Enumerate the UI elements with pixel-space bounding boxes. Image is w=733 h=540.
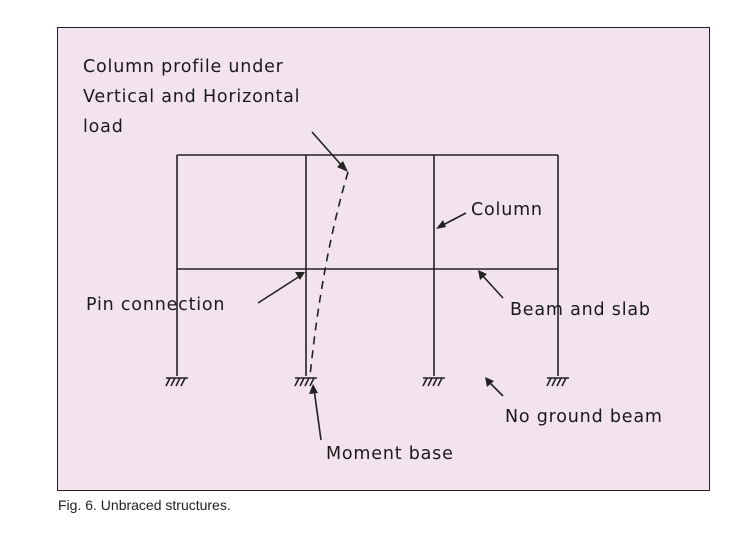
column-profile-label-line1: Column profile under <box>83 57 284 77</box>
figure-caption: Fig. 6. Unbraced structures. <box>58 497 231 513</box>
column-profile-leader <box>311 131 344 168</box>
beam-and-slab-arrowhead <box>478 270 487 280</box>
moment-base-label: Moment base <box>326 444 454 464</box>
column-arrowhead <box>436 220 446 229</box>
pin-connection-arrowhead <box>295 272 305 280</box>
support-3 <box>422 377 445 387</box>
pin-connection-label: Pin connection <box>86 295 225 315</box>
deflected-column-profile <box>309 171 349 377</box>
no-ground-beam-label: No ground beam <box>505 407 663 427</box>
column-profile-label-line3: load <box>83 117 124 137</box>
figure-panel <box>57 27 710 491</box>
support-1 <box>165 377 188 387</box>
support-2 <box>294 377 317 387</box>
pin-connection-leader <box>257 275 301 304</box>
support-4 <box>546 377 569 387</box>
no-ground-beam-arrowhead <box>485 377 494 387</box>
beam-and-slab-leader <box>481 274 504 299</box>
moment-base-arrowhead <box>309 384 318 394</box>
moment-base-leader <box>313 388 322 441</box>
column-leader <box>440 212 467 227</box>
beam-and-slab-label: Beam and slab <box>510 300 651 320</box>
column-label: Column <box>471 200 543 220</box>
column-profile-label-line2: Vertical and Horizontal <box>83 87 300 107</box>
no-ground-beam-leader <box>488 381 504 397</box>
column-profile-arrowhead <box>337 161 348 172</box>
